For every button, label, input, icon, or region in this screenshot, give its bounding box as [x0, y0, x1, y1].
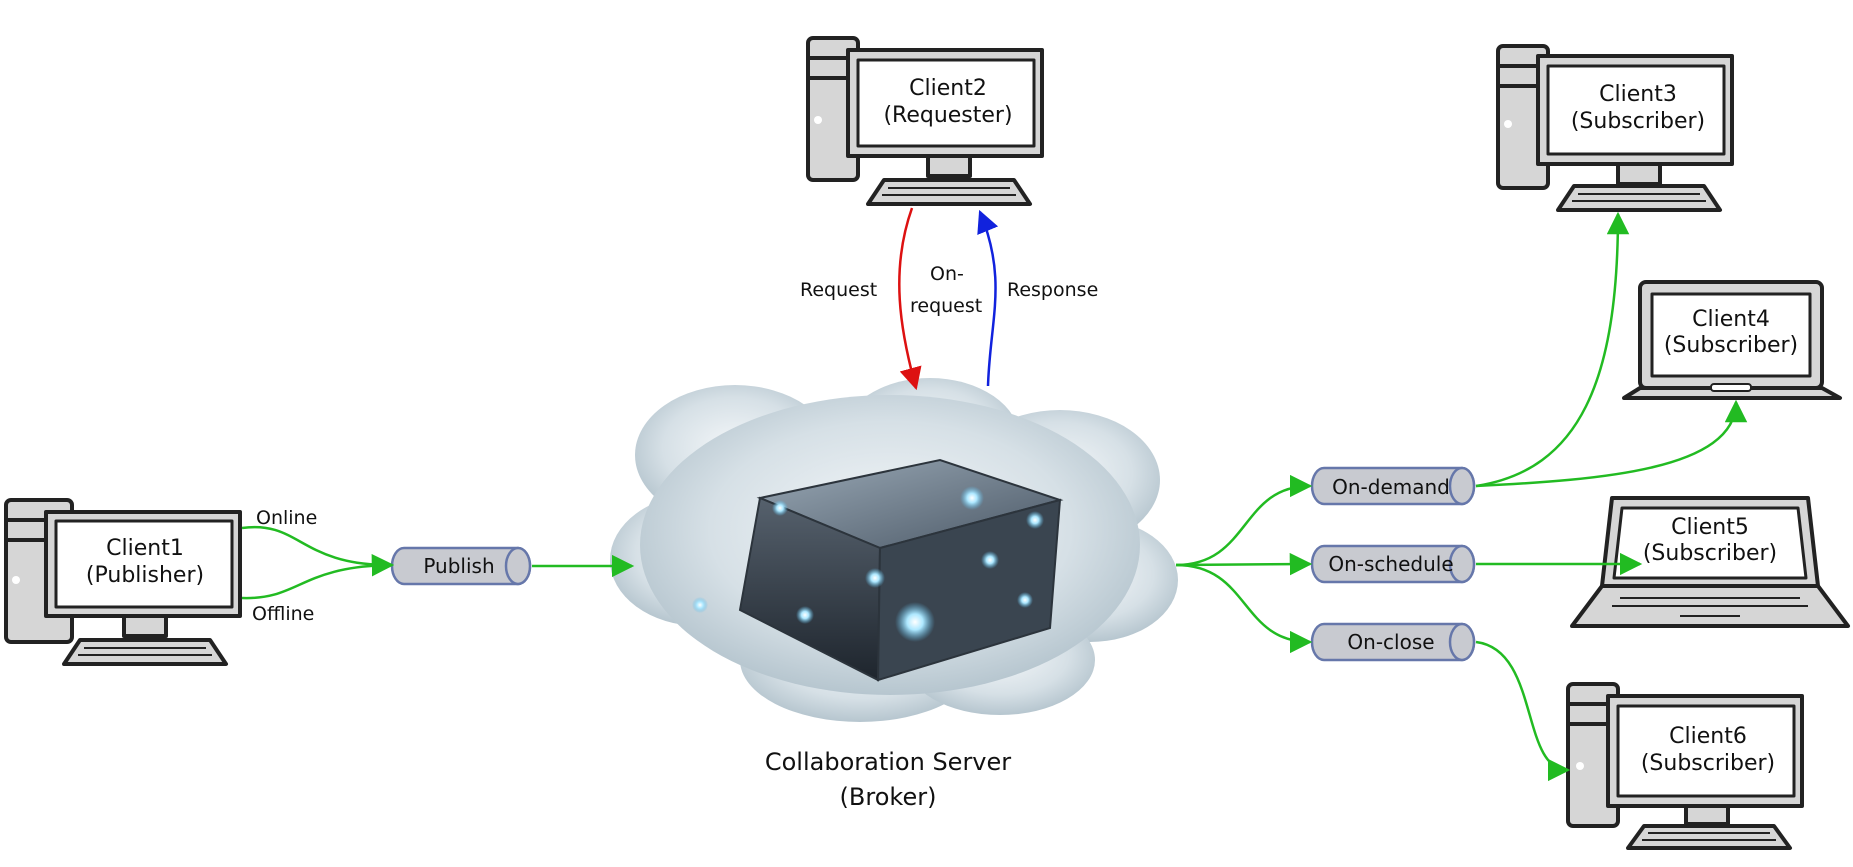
client3-computer: Client3 (Subscriber)	[1496, 44, 1734, 212]
tube-on-schedule-label: On-schedule	[1328, 552, 1453, 576]
online-label: Online	[256, 507, 317, 529]
client4-name: Client4	[1692, 307, 1770, 332]
client6-name: Client6	[1669, 724, 1747, 749]
tube-on-demand-label: On-demand	[1332, 475, 1450, 499]
desktop-computer-icon	[1566, 682, 1804, 850]
server-lights	[692, 486, 1044, 642]
on-demand-to-client4-arrow	[1475, 399, 1748, 488]
tube-on-close: On-close	[1310, 622, 1476, 662]
client6-role: (Subscriber)	[1641, 751, 1775, 776]
tube-publish: Publish	[390, 546, 532, 586]
server-subtitle: (Broker)	[840, 783, 937, 811]
desktop-computer-icon	[806, 36, 1044, 206]
client3-name: Client3	[1599, 82, 1677, 107]
on-close-to-client6-arrow	[1475, 640, 1571, 782]
client4-role: (Subscriber)	[1664, 333, 1798, 358]
desktop-computer-icon	[4, 498, 242, 666]
tube-on-close-label: On-close	[1347, 630, 1434, 654]
on-demand-to-client3-arrow	[1475, 211, 1630, 488]
tube-on-demand: On-demand	[1310, 466, 1476, 506]
client2-role: (Requester)	[883, 103, 1012, 128]
client2-computer: Client2 (Requester)	[806, 36, 1044, 206]
offline-connector	[241, 563, 393, 600]
client3-role: (Subscriber)	[1571, 109, 1705, 134]
laptop-icon	[1622, 280, 1842, 400]
laptop-icon	[1570, 496, 1850, 628]
client5-role: (Subscriber)	[1643, 541, 1777, 566]
offline-label: Offline	[252, 603, 314, 625]
on-request-label-line2: request	[910, 295, 982, 317]
connectors	[241, 207, 1748, 782]
server-to-on-schedule-arrow	[1175, 552, 1313, 576]
client1-name: Client1	[106, 536, 184, 561]
response-label: Response	[1007, 279, 1098, 301]
client1-role: (Publisher)	[86, 563, 204, 588]
client6-computer: Client6 (Subscriber)	[1566, 682, 1804, 850]
client5-laptop: Client5 (Subscriber)	[1570, 496, 1850, 628]
client1-computer: Client1 (Publisher)	[4, 498, 242, 666]
client4-laptop: Client4 (Subscriber)	[1622, 280, 1842, 400]
tube-on-schedule: On-schedule	[1310, 544, 1476, 584]
request-label: Request	[800, 279, 877, 301]
cloud-server-icon	[610, 378, 1178, 722]
server-title: Collaboration Server	[765, 748, 1011, 776]
server-to-on-demand-arrow	[1175, 474, 1313, 567]
server-to-on-close-arrow	[1175, 563, 1313, 654]
client5-name: Client5	[1671, 515, 1749, 540]
client2-name: Client2	[909, 76, 987, 101]
tube-publish-label: Publish	[423, 554, 494, 578]
online-connector	[241, 525, 395, 577]
desktop-computer-icon	[1496, 44, 1734, 212]
on-request-label-line1: On-	[930, 263, 964, 285]
response-arrow	[977, 209, 999, 387]
request-arrow	[898, 207, 922, 391]
